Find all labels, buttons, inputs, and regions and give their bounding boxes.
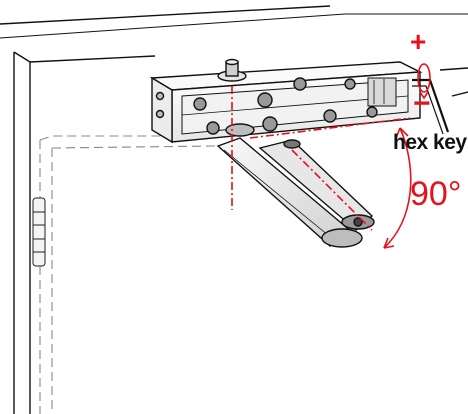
door-dashed-outline: [39, 135, 216, 414]
forearm: [258, 139, 375, 231]
closer-body: [149, 58, 423, 144]
hinge: [32, 197, 46, 267]
minus-sign: −: [413, 87, 431, 120]
angle-label: 90°: [410, 175, 462, 213]
hex-key-label: hex key: [393, 131, 467, 154]
plus-sign: +: [410, 26, 427, 57]
door-frame: [0, 5, 468, 414]
angle-annotations: [231, 63, 431, 249]
